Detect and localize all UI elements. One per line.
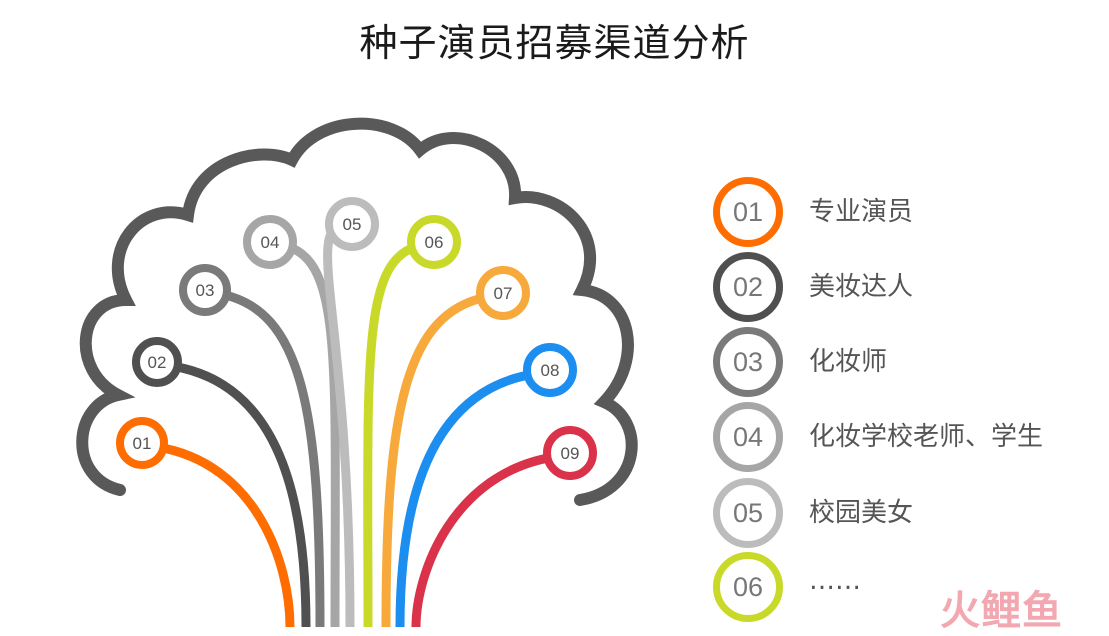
legend-item: 02 美妆达人 <box>713 252 1103 322</box>
legend-number: 06 <box>713 552 783 622</box>
node-label-06: 06 <box>425 233 444 252</box>
branch-06 <box>363 241 423 627</box>
watermark-text: 火鲤鱼 <box>940 588 1063 634</box>
branch-05 <box>323 223 355 627</box>
legend-number: 04 <box>713 402 783 472</box>
node-label-01: 01 <box>133 434 152 453</box>
cloud-outline <box>76 117 638 506</box>
watermark: 火鲤鱼 <box>940 578 1063 636</box>
legend-label: 化妆师 <box>809 347 888 377</box>
legend-number: 03 <box>713 327 783 397</box>
branch-09 <box>411 452 559 627</box>
legend-label: 校园美女 <box>809 498 914 528</box>
node-label-02: 02 <box>148 353 167 372</box>
node-label-03: 03 <box>196 281 215 300</box>
legend-number: 01 <box>713 177 783 247</box>
branch-01 <box>152 442 295 627</box>
node-circle-09 <box>543 426 597 480</box>
node-circle-04 <box>243 215 297 269</box>
legend-item: 03 化妆师 <box>713 327 1103 397</box>
node-label-05: 05 <box>343 215 362 234</box>
legend: 01 专业演员 02 美妆达人 03 化妆师 04 化妆学校老师、学生 05 校园美女 06 …… <box>713 0 1103 627</box>
branch-08 <box>395 369 539 627</box>
node-label-04: 04 <box>261 233 280 252</box>
legend-label: …… <box>809 566 861 596</box>
tree-diagram: 01 02 03 04 05 06 07 08 09 <box>76 117 638 627</box>
legend-label: 专业演员 <box>809 197 914 227</box>
legend-item: 06 …… <box>713 552 1103 622</box>
legend-item: 05 校园美女 <box>713 478 1103 548</box>
node-label-08: 08 <box>541 361 560 380</box>
legend-number: 02 <box>713 252 783 322</box>
node-circle-07 <box>476 266 530 320</box>
node-label-09: 09 <box>561 444 580 463</box>
legend-label: 化妆学校老师、学生 <box>809 422 1044 452</box>
legend-item: 01 专业演员 <box>713 177 1103 247</box>
node-circle-01 <box>116 417 168 469</box>
node-circle-02 <box>132 337 182 387</box>
legend-number: 05 <box>713 478 783 548</box>
page-title: 种子演员招募渠道分析 <box>359 21 750 65</box>
node-circle-03 <box>179 264 231 316</box>
node-label-07: 07 <box>494 284 513 303</box>
branch-02 <box>167 361 311 627</box>
branch-03 <box>215 289 325 627</box>
node-circle-05 <box>325 197 379 251</box>
legend-label: 美妆达人 <box>809 272 914 302</box>
branch-07 <box>381 292 492 627</box>
node-circle-08 <box>523 343 577 397</box>
legend-item: 04 化妆学校老师、学生 <box>713 402 1103 472</box>
node-circle-06 <box>407 215 461 269</box>
